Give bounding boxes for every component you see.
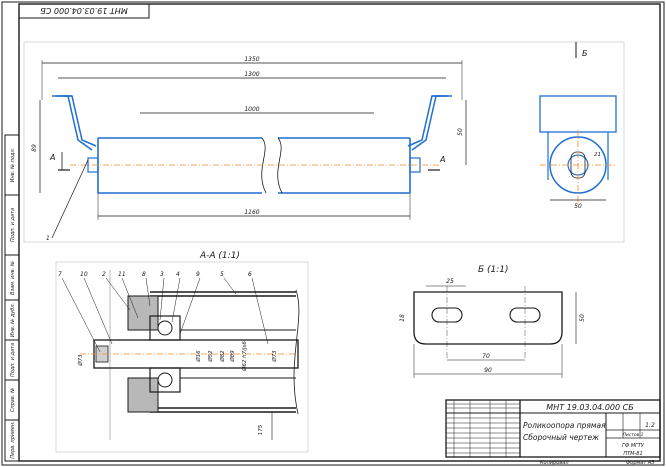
b-dim-18: 18 — [399, 314, 406, 322]
leader-1: 1 — [46, 235, 50, 242]
dim-bottom: 1160 — [244, 209, 259, 216]
aa-dim-3: Ø52 — [207, 350, 214, 363]
aa-dim-2: Ø16 — [195, 350, 202, 363]
aa-label-8: 8 — [142, 271, 146, 278]
dim-overall: 1350 — [244, 56, 259, 63]
side-dim-50: 50 — [574, 203, 582, 210]
main-view: 1350 1300 1000 1160 89 50 — [23, 41, 625, 243]
view-b-title: Б (1:1) — [478, 265, 509, 275]
side-label-6: Справ. № — [10, 388, 16, 412]
side-dim-21: 21 — [594, 152, 601, 158]
tb-copy: Копировал — [540, 460, 569, 466]
aa-dim-4: Ø82 — [219, 350, 226, 363]
tb-format: Формат А3 — [626, 460, 654, 466]
section-marker-left: А — [49, 153, 55, 162]
aa-label-11: 11 — [118, 271, 126, 278]
b-dim-25: 25 — [446, 278, 454, 285]
tb-designation: МНТ 19.03.04.000 СБ — [546, 403, 634, 412]
side-label-4: Инв. № дубл. — [10, 303, 16, 337]
aa-label-6: 6 — [248, 271, 252, 278]
tb-sheets: Листов 1 — [621, 432, 643, 438]
title-block: МНТ 19.03.04.000 СБ Роликоопора прямая С… — [445, 399, 661, 466]
aa-label-10: 10 — [80, 271, 88, 278]
side-label-3: Взам. инв. № — [10, 261, 16, 295]
rotated-designation: МНТ 19.03.04.000 СБ — [40, 6, 128, 15]
section-aa-title: А-А (1:1) — [199, 251, 240, 261]
side-label-5: Подп. и дата — [10, 343, 16, 377]
view-b: Б (1:1) 25 70 90 18 50 — [399, 265, 586, 378]
aa-dim-5: Ø89 — [229, 350, 236, 363]
aa-label-5: 5 — [220, 271, 224, 278]
b-dim-70: 70 — [482, 353, 490, 360]
tb-scale: 1:2 — [645, 422, 655, 429]
aa-dim-8: 175 — [258, 424, 264, 435]
side-label-strip: Инв. № подл. Подп. и дата Взам. инв. № И… — [4, 134, 20, 462]
dim-right: 50 — [457, 128, 464, 136]
aa-dim-1: Ø73 — [77, 354, 84, 367]
b-dim-90: 90 — [484, 367, 492, 374]
view-marker: Б — [582, 49, 588, 58]
inner-frame — [18, 3, 661, 462]
tb-group: ПТМ-81 — [623, 451, 642, 457]
aa-dim-6: Ø62 h7/js6 — [241, 341, 248, 372]
section-aa: А-А (1:1) 7 10 2 11 8 3 4 9 5 6 — [55, 251, 309, 453]
tb-title-1: Роликоопора прямая — [523, 421, 606, 430]
section-marker-right: А — [439, 155, 445, 164]
side-label-1: Инв. № подл. — [10, 148, 16, 183]
dim-inner: 1300 — [244, 71, 259, 78]
tb-title-2: Сборочный чертеж — [523, 433, 599, 442]
b-dim-50: 50 — [579, 314, 586, 322]
aa-label-3: 3 — [160, 271, 164, 278]
dim-height: 89 — [31, 144, 38, 152]
aa-label-7: 7 — [58, 271, 62, 278]
side-label-2: Подп. и дата — [10, 208, 16, 242]
aa-label-2: 2 — [102, 271, 106, 278]
tb-org: ГФ МГТУ — [622, 443, 645, 449]
aa-label-4: 4 — [176, 271, 180, 278]
rotated-designation-box — [18, 3, 150, 19]
side-view: 21 50 — [539, 95, 617, 210]
side-label-7: Перв. примен. — [10, 421, 16, 459]
aa-label-9: 9 — [196, 271, 200, 278]
dim-roller: 1000 — [244, 106, 259, 113]
aa-dim-7: Ø73 — [271, 350, 278, 363]
